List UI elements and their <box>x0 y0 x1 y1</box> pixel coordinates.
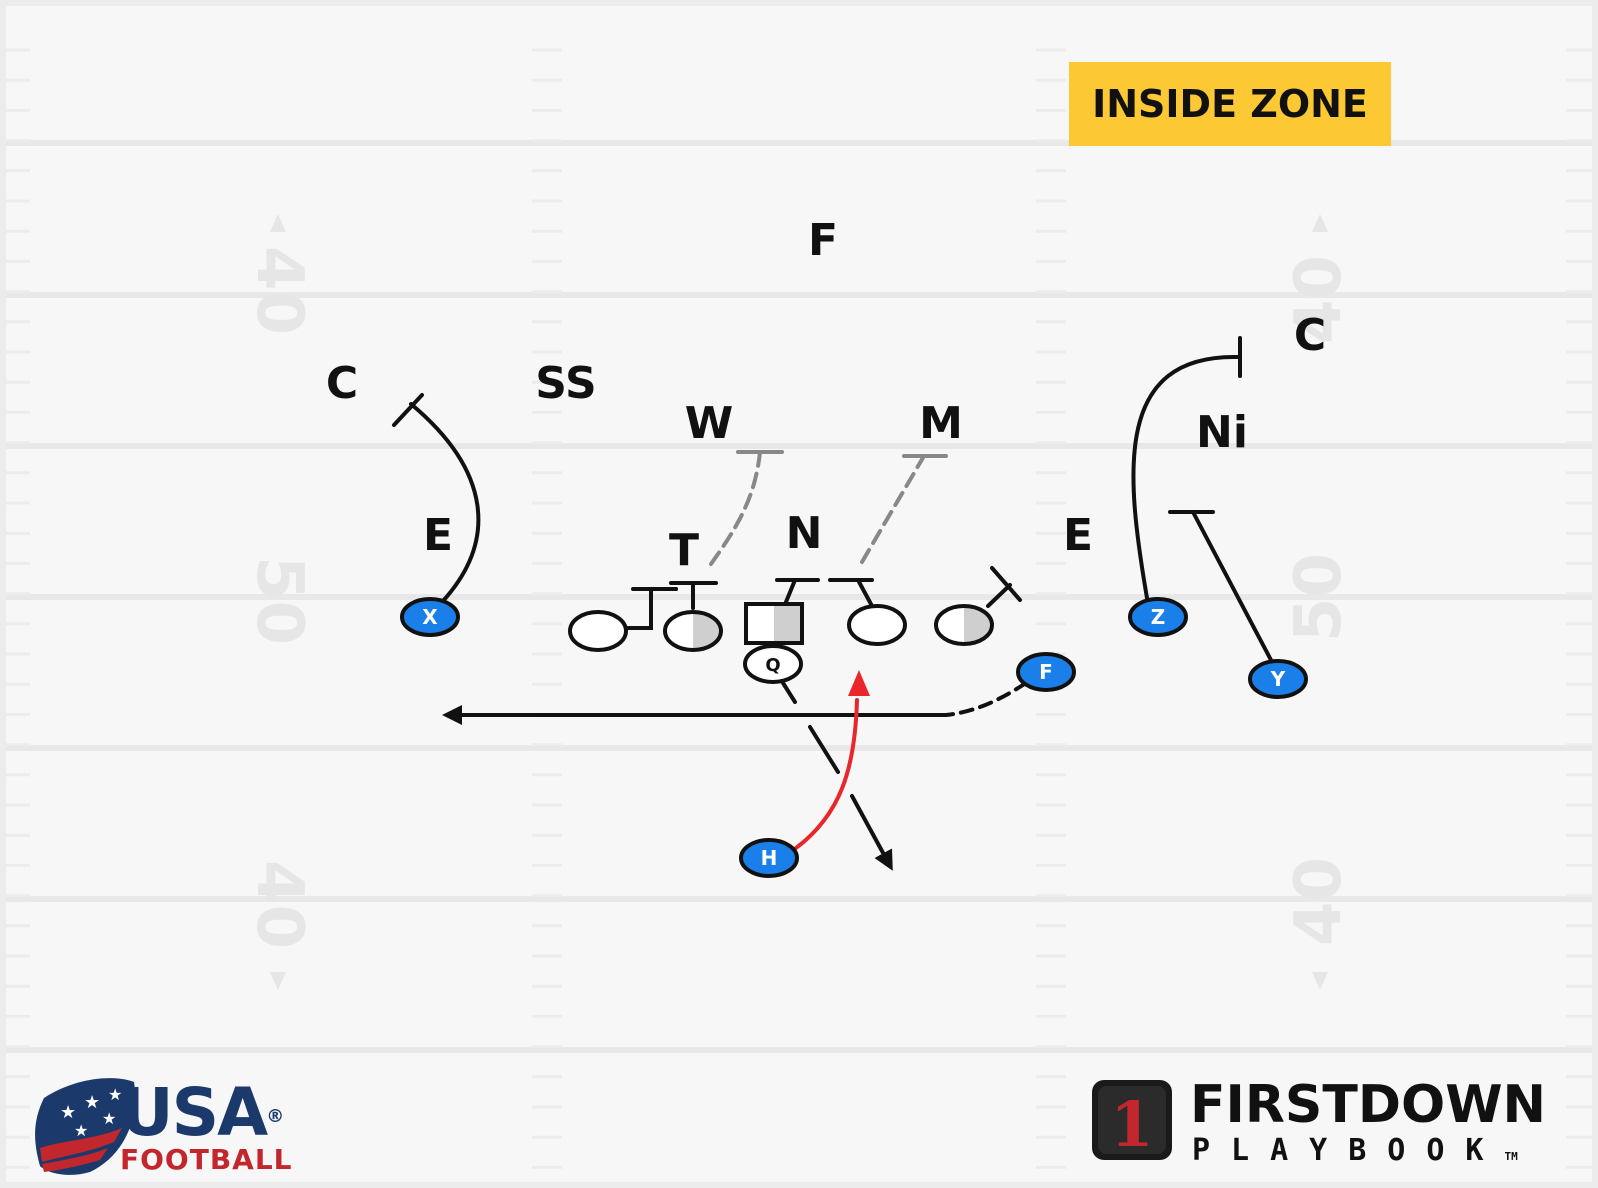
player-h-label: H <box>761 846 778 870</box>
rt-block <box>986 583 1012 608</box>
yard-numbers-right: 40 50 40 <box>1282 214 1356 990</box>
firstdown-title: FIRSTDOWN <box>1190 1075 1547 1135</box>
qb-path-a <box>781 681 797 704</box>
usa-football-ball-icon: ★ ★ ★ ★ ★ <box>35 1078 136 1175</box>
yard-number: 50 <box>1282 553 1356 642</box>
qb-path-b <box>808 725 840 774</box>
center <box>744 602 804 645</box>
x-block-cap <box>392 393 424 427</box>
playbook-text: PLAYBOOK <box>1192 1133 1505 1168</box>
defender-end-right: E <box>1063 510 1093 561</box>
defender-tackle: T <box>669 525 699 576</box>
defender-nickel: Ni <box>1196 407 1248 458</box>
hash-marks <box>6 48 1592 1169</box>
offensive-line <box>568 602 994 684</box>
right-tackle <box>934 604 994 646</box>
h-run-arrowhead <box>848 670 870 696</box>
qb-path-c <box>850 794 893 871</box>
svg-text:★: ★ <box>60 1102 76 1123</box>
player-h <box>739 838 799 878</box>
yard-number: 40 <box>242 246 316 335</box>
playbook-subtitle: PLAYBOOKTM <box>1192 1135 1518 1173</box>
yard-number: 50 <box>242 556 316 645</box>
mike-dashed-path <box>860 454 926 564</box>
player-x-label: X <box>422 605 438 629</box>
player-f <box>1016 652 1076 692</box>
rg-block <box>856 578 874 608</box>
firstdown-digit: 1 <box>1110 1088 1153 1161</box>
left-tackle <box>568 610 628 652</box>
player-y-label: Y <box>1270 667 1286 691</box>
defender-corner-left: C <box>326 358 358 409</box>
defender-will: W <box>685 398 734 449</box>
f-motion-dashed <box>944 681 1028 717</box>
rt-block-cap <box>990 566 1022 602</box>
yard-arrow <box>270 972 286 990</box>
svg-text:★: ★ <box>84 1092 100 1113</box>
z-block-route <box>1131 354 1239 600</box>
registered-mark: ® <box>266 1106 284 1127</box>
skill-players: X Z Y F H <box>400 597 1308 878</box>
defender-nose: N <box>786 508 823 559</box>
yard-arrow <box>270 214 286 232</box>
yard-number: 40 <box>242 860 316 949</box>
player-y <box>1248 659 1308 699</box>
player-f-label: F <box>1039 660 1053 684</box>
will-dashed-path <box>709 450 762 566</box>
defender-end-left: E <box>423 510 453 561</box>
y-block-route <box>1191 510 1274 664</box>
usa-wordmark: USA® <box>120 1080 284 1146</box>
defense: F C SS W M C Ni E T N E <box>326 215 1326 576</box>
c-block <box>784 578 797 604</box>
yard-number: 40 <box>1282 857 1356 946</box>
player-z-label: Z <box>1151 605 1166 629</box>
yard-arrow <box>1312 972 1328 990</box>
svg-text:★: ★ <box>102 1109 116 1128</box>
routes <box>392 336 1274 871</box>
defender-free-safety: F <box>808 215 838 266</box>
quarterback-label: Q <box>765 655 780 676</box>
usa-football-subtitle: FOOTBALL <box>120 1143 293 1176</box>
usa-wordmark-text: USA <box>120 1074 268 1151</box>
h-run-path <box>794 698 859 850</box>
play-name-badge: INSIDE ZONE <box>1069 62 1391 146</box>
svg-text:★: ★ <box>74 1121 88 1140</box>
player-z <box>1128 597 1188 637</box>
right-guard <box>847 604 907 646</box>
yard-number: 40 <box>1282 255 1356 344</box>
x-block-route <box>409 402 481 603</box>
firstdown-logo-icon: 1 <box>1092 1080 1172 1161</box>
yard-lines <box>0 140 1598 1053</box>
svg-text:★: ★ <box>108 1085 122 1104</box>
trademark-mark: TM <box>1504 1150 1518 1163</box>
player-x <box>400 597 460 637</box>
left-guard <box>663 610 723 652</box>
quarterback <box>743 644 803 684</box>
defender-mike: M <box>919 398 963 449</box>
yard-arrow <box>1312 214 1328 232</box>
yard-numbers-left: 40 50 40 <box>242 214 316 990</box>
defender-corner-right: C <box>1294 310 1326 361</box>
defender-strong-safety: SS <box>535 358 596 409</box>
